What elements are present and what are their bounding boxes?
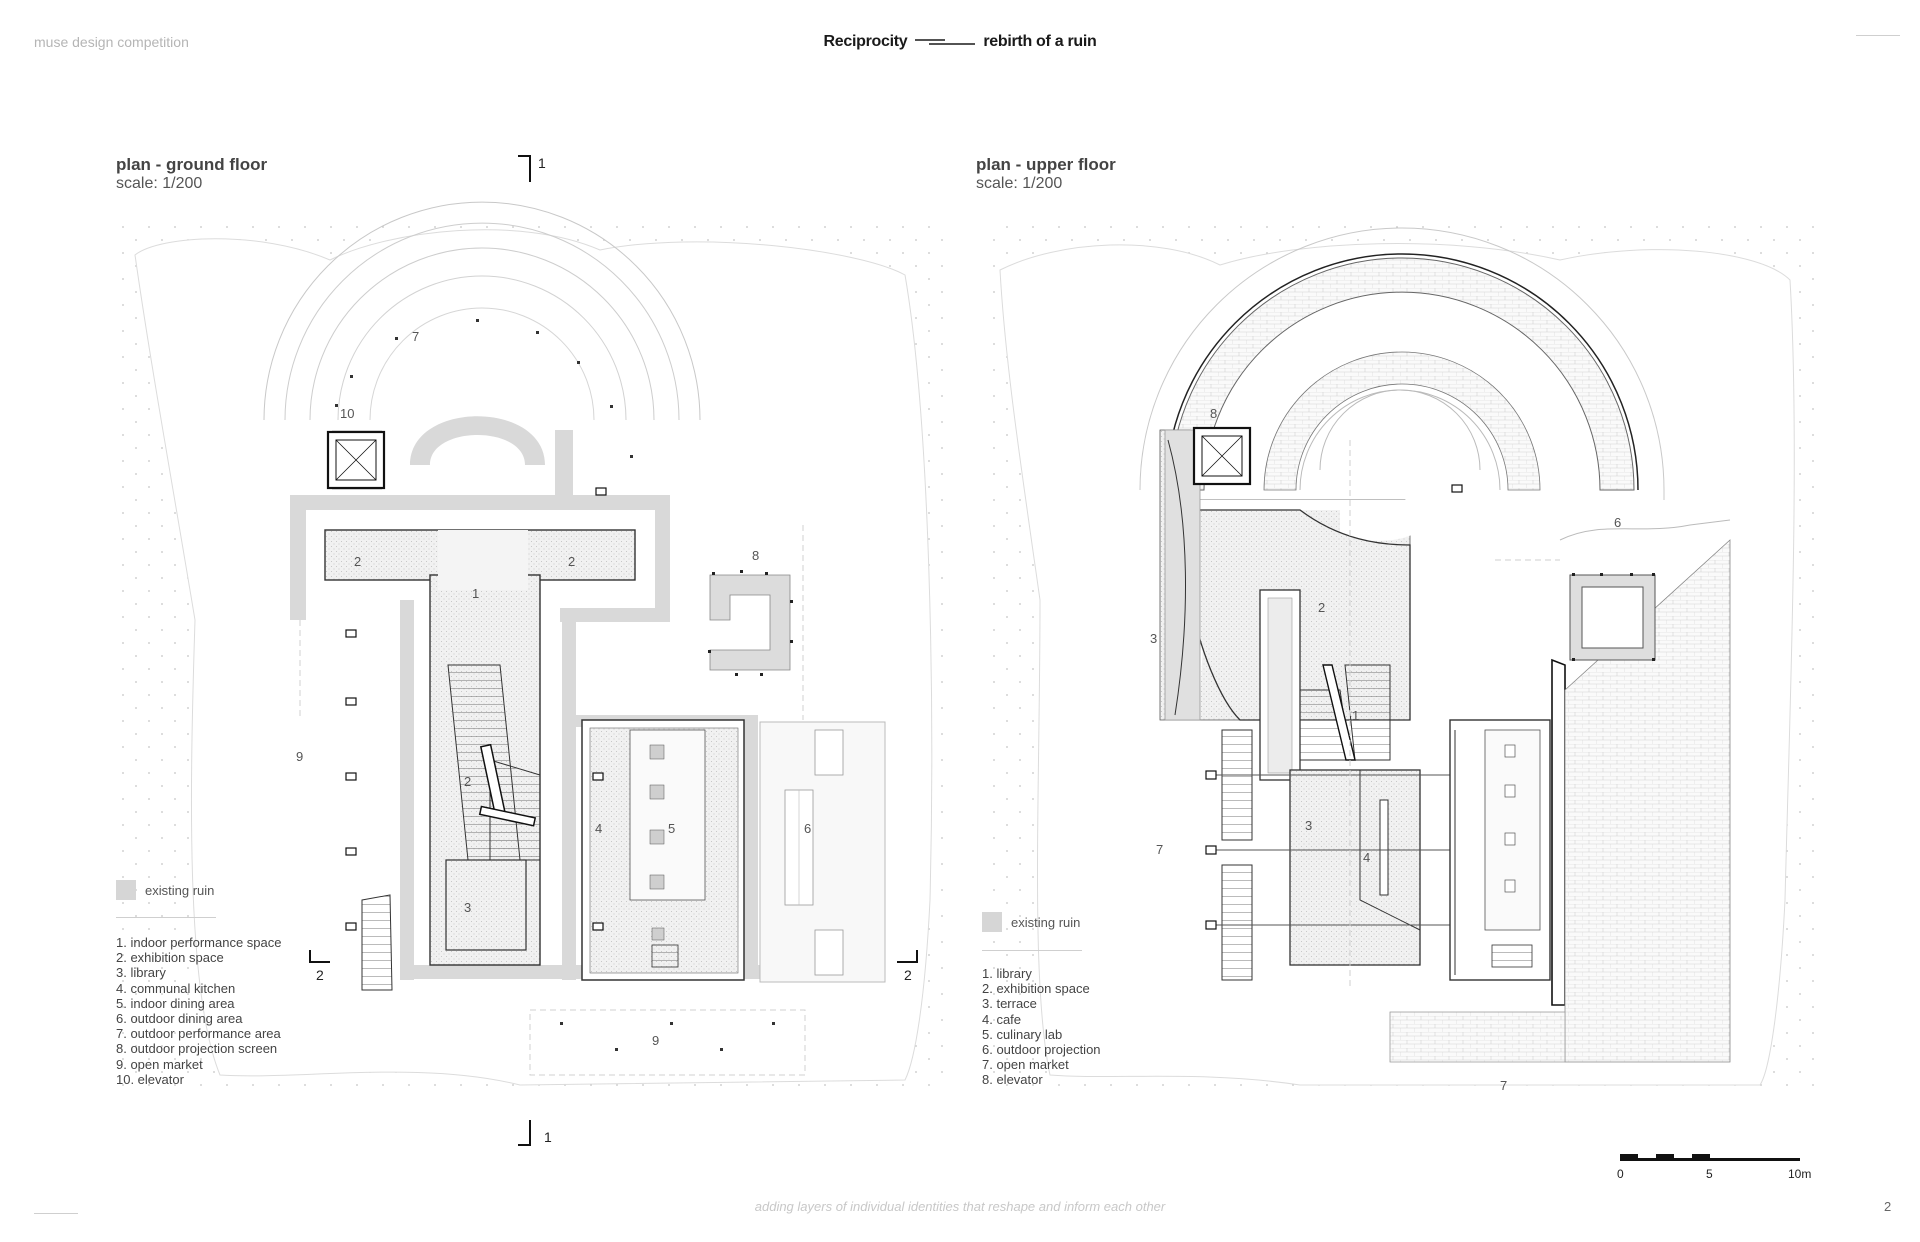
section-2-right: 2 xyxy=(904,967,912,983)
ground-legend-item: 5. indoor dining area xyxy=(116,995,235,1011)
ground-floor-plan: 1 2 2 2 3 4 5 6 7 8 9 9 10 xyxy=(118,201,950,1090)
uf-label-6: 6 xyxy=(1614,515,1621,530)
ground-legend-item: 1. indoor performance space xyxy=(116,935,282,950)
title-connector-icon xyxy=(915,39,976,45)
upper-legend-item: 8. elevator xyxy=(982,1072,1043,1088)
uf-label-8: 8 xyxy=(1210,406,1217,421)
corner-rule-top xyxy=(1856,35,1900,36)
ground-plan-title: plan - ground floor xyxy=(116,155,268,174)
title-left: Reciprocity xyxy=(823,33,908,50)
title-right: rebirth of a ruin xyxy=(983,33,1097,50)
ground-legend-item: 4. communal kitchen xyxy=(116,980,236,996)
gf-label-2b: 2 xyxy=(568,554,575,569)
upper-legend-item: 5. culinary lab xyxy=(982,1026,1063,1042)
upper-legend-item: 1. library xyxy=(982,966,1032,981)
upper-legend: 1. library 2. exhibition space 3. terrac… xyxy=(982,966,1101,1088)
scale-tick-5: 5 xyxy=(1706,1167,1713,1181)
gf-label-2c: 2 xyxy=(464,774,471,789)
ground-legend-item: 9. open market xyxy=(116,1056,203,1072)
ground-legend-item: 8. outdoor projection screen xyxy=(116,1041,278,1057)
uf-label-4: 4 xyxy=(1363,850,1370,865)
upper-floor-plan: 1 2 3 3 4 6 7 7 8 xyxy=(985,222,1822,1093)
gf-label-1: 1 xyxy=(472,586,479,601)
upper-legend-item: 3. terrace xyxy=(982,996,1037,1012)
gf-label-3: 3 xyxy=(464,900,471,915)
section-2-left: 2 xyxy=(316,967,324,983)
upper-legend-item: 7. open market xyxy=(982,1057,1069,1073)
upper-ruin-swatch xyxy=(982,912,1002,932)
section-markers xyxy=(309,155,918,1146)
footer-tagline: adding layers of individual identities t… xyxy=(754,1199,1166,1214)
scale-tick-0: 0 xyxy=(1617,1167,1624,1181)
scale-bar: 0 5 10m xyxy=(1617,1154,1811,1181)
section-1-bottom: 1 xyxy=(544,1129,552,1145)
ground-legend-item: 6. outdoor dining area xyxy=(116,1011,243,1027)
brand-name: muse design competition xyxy=(34,34,189,50)
gf-label-10: 10 xyxy=(340,406,354,421)
upper-legend-item: 2. exhibition space xyxy=(982,981,1090,997)
upper-legend-rule xyxy=(982,950,1082,951)
corner-rule-bottom xyxy=(34,1213,78,1214)
upper-plan-title: plan - upper floor xyxy=(976,155,1116,174)
ground-legend-rule xyxy=(116,917,216,918)
gf-label-5: 5 xyxy=(668,821,675,836)
gf-label-8: 8 xyxy=(752,548,759,563)
uf-label-1: 1 xyxy=(1352,708,1359,723)
upper-legend-item: 4. cafe xyxy=(982,1011,1022,1027)
section-1-top: 1 xyxy=(538,155,546,171)
uf-label-3a: 3 xyxy=(1150,631,1157,646)
upper-ruin-label: existing ruin xyxy=(1011,915,1081,930)
gf-label-4: 4 xyxy=(595,821,602,836)
ground-ruin-swatch xyxy=(116,880,136,900)
gf-label-7: 7 xyxy=(412,329,419,344)
scale-tick-10: 10m xyxy=(1788,1167,1811,1181)
upper-plan-scale: scale: 1/200 xyxy=(976,175,1063,192)
ground-legend-item: 2. exhibition space xyxy=(116,950,224,966)
gf-label-9a: 9 xyxy=(296,749,303,764)
uf-label-7a: 7 xyxy=(1156,842,1163,857)
uf-label-2: 2 xyxy=(1318,600,1325,615)
ground-legend-item: 7. outdoor performance area xyxy=(116,1026,281,1042)
ground-legend: 1. indoor performance space 2. exhibitio… xyxy=(116,935,281,1087)
ground-ruin-label: existing ruin xyxy=(145,883,215,898)
uf-label-7b: 7 xyxy=(1500,1078,1507,1093)
gf-label-9b: 9 xyxy=(652,1033,659,1048)
gf-label-2a: 2 xyxy=(354,554,361,569)
ground-legend-item: 10. elevator xyxy=(116,1071,184,1087)
ground-plan-scale: scale: 1/200 xyxy=(116,175,203,192)
gf-label-6: 6 xyxy=(804,821,811,836)
page-number: 2 xyxy=(1884,1199,1892,1214)
page-title: Reciprocity rebirth of a ruin xyxy=(0,33,1920,51)
upper-legend-item: 6. outdoor projection xyxy=(982,1042,1101,1058)
uf-label-3b: 3 xyxy=(1305,818,1312,833)
ground-legend-item: 3. library xyxy=(116,965,166,981)
